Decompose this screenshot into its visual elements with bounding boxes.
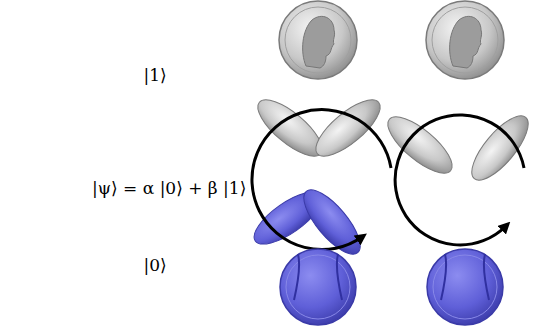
lincoln-profile	[303, 16, 335, 68]
coin-rim	[286, 255, 350, 319]
superposition-equation: |ψ⟩ = α |0⟩ + β |1⟩	[92, 178, 246, 198]
rotation-arrow	[395, 115, 524, 245]
state-label: |1⟩	[143, 65, 166, 85]
rotation-arrow	[252, 110, 391, 250]
coin-rim	[433, 255, 497, 319]
tilted-silver-coin	[308, 91, 389, 165]
tilted-silver-coin	[380, 108, 461, 182]
lincoln-profile	[450, 16, 482, 68]
blue-coin	[427, 249, 503, 325]
blue-coin	[280, 249, 356, 325]
coin-rim	[432, 7, 498, 73]
silver-coin	[426, 1, 504, 79]
coin-rim	[285, 7, 351, 73]
wheat-stalk	[441, 254, 489, 300]
wheat-stalk	[294, 254, 342, 300]
state-label: |0⟩	[143, 255, 166, 275]
silver-coin	[279, 1, 357, 79]
tilted-silver-coin	[463, 108, 534, 189]
